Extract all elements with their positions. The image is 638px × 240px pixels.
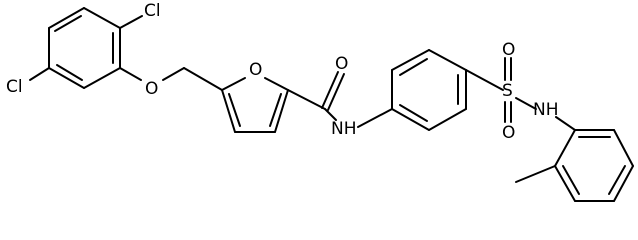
atom-o-carbonyl: O (335, 54, 348, 74)
bond-c-cl-top (119, 15, 143, 29)
furan-ring (221, 77, 289, 133)
atom-o-ether: O (145, 79, 158, 99)
atom-o-sulfonyl-bottom: O (502, 123, 515, 143)
bond-carbonyl-n (324, 108, 337, 121)
bond-phenyl-s (465, 69, 504, 91)
bond-carbonyl-o-2 (327, 73, 345, 111)
molecule-structure-diagram: Cl Cl O O O NH S O O NH (6, 1, 634, 202)
atom-cl-top: Cl (144, 1, 161, 21)
bond-furan-carbonyl (287, 89, 326, 110)
atom-nh-amide: NH (331, 119, 357, 139)
bond-methyl (515, 165, 556, 183)
bond-n-tolyl (555, 116, 576, 131)
atom-s-sulfonyl: S (502, 81, 513, 101)
bond-c-o-ether (119, 67, 142, 81)
bond-ch2-furan (183, 67, 223, 91)
atom-o-sulfonyl-top: O (502, 40, 515, 60)
central-benzene-ring (391, 49, 467, 131)
bond-carbonyl-o-1 (321, 71, 339, 109)
atom-o-furan: O (249, 60, 262, 80)
dichlorophenyl-ring (48, 7, 121, 89)
bond-c-cl-left (29, 67, 50, 81)
bond-o-ch2 (162, 67, 185, 81)
bond-n-phenyl (357, 108, 393, 128)
atom-cl-left: Cl (6, 77, 23, 97)
atom-nh-sulfonamide: NH (533, 100, 559, 120)
bond-s-n (515, 97, 537, 110)
tolyl-ring (554, 129, 634, 202)
